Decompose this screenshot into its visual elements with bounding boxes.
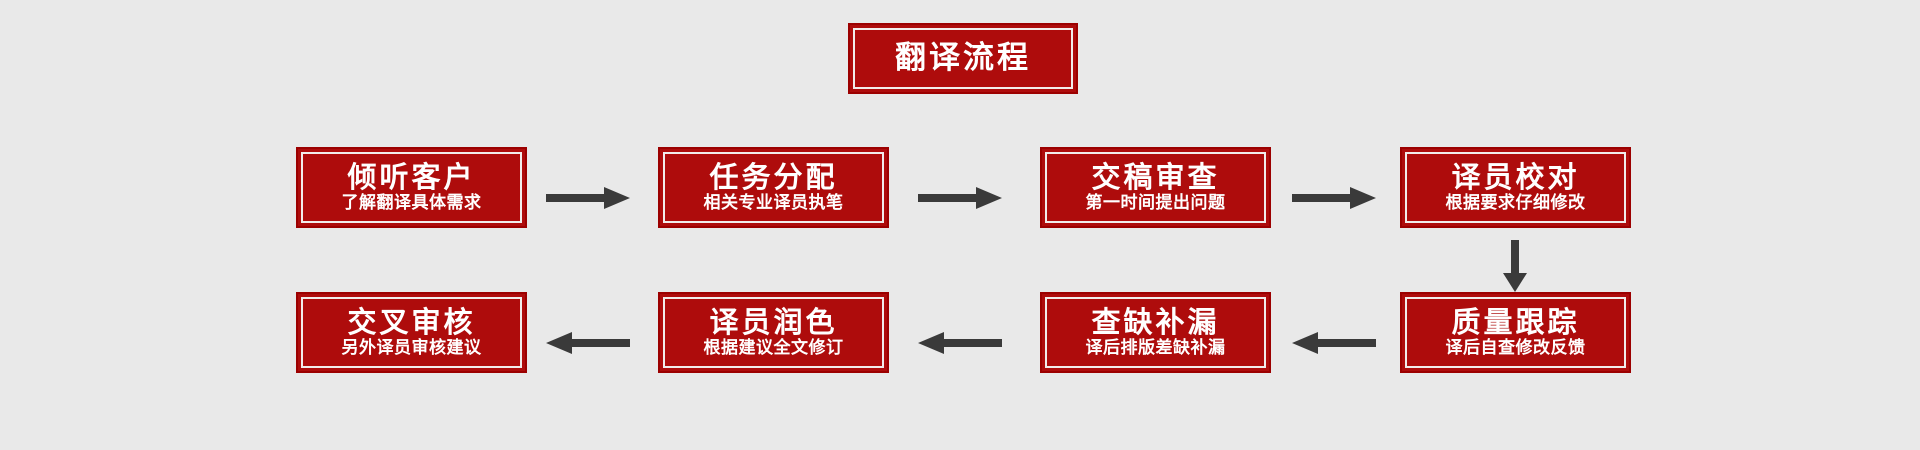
process-node-step-3-subtitle: 第一时间提出问题: [1085, 193, 1226, 214]
process-node-step-8: 交叉审核 另外译员审核建议: [296, 292, 527, 373]
process-node-step-3-title: 交稿审查: [1091, 160, 1220, 194]
process-node-step-2: 任务分配 相关专业译员执笔: [658, 147, 889, 228]
process-node-step-1-inner: 倾听客户 了解翻译具体需求: [301, 152, 522, 223]
process-node-step-5-subtitle: 译后自查修改反馈: [1445, 338, 1586, 359]
process-node-step-8-subtitle: 另外译员审核建议: [341, 338, 482, 359]
process-node-step-6: 查缺补漏 译后排版差缺补漏: [1040, 292, 1271, 373]
flowchart-title-box: 翻译流程: [848, 23, 1078, 94]
process-node-step-7-inner: 译员润色 根据建议全文修订: [663, 297, 884, 368]
process-node-step-3: 交稿审查 第一时间提出问题: [1040, 147, 1271, 228]
arrow-left-icon-2: [918, 328, 1002, 358]
flowchart-title-inner: 翻译流程: [853, 28, 1073, 89]
process-node-step-1: 倾听客户 了解翻译具体需求: [296, 147, 527, 228]
flowchart-title-label: 翻译流程: [895, 39, 1031, 76]
process-node-step-4-title: 译员校对: [1451, 160, 1580, 194]
arrow-right-icon-3: [1292, 183, 1376, 213]
process-node-step-6-inner: 查缺补漏 译后排版差缺补漏: [1045, 297, 1266, 368]
process-node-step-6-title: 查缺补漏: [1091, 305, 1220, 339]
process-node-step-1-title: 倾听客户: [347, 160, 476, 194]
process-node-step-2-subtitle: 相关专业译员执笔: [703, 193, 844, 214]
process-node-step-5: 质量跟踪 译后自查修改反馈: [1400, 292, 1631, 373]
process-node-step-8-inner: 交叉审核 另外译员审核建议: [301, 297, 522, 368]
arrow-left-icon-3: [1292, 328, 1376, 358]
process-node-step-4: 译员校对 根据要求仔细修改: [1400, 147, 1631, 228]
arrow-right-icon-2: [918, 183, 1002, 213]
process-node-step-5-title: 质量跟踪: [1451, 305, 1580, 339]
process-node-step-2-inner: 任务分配 相关专业译员执笔: [663, 152, 884, 223]
arrow-right-icon-1: [546, 183, 630, 213]
process-node-step-8-title: 交叉审核: [347, 305, 476, 339]
process-node-step-4-inner: 译员校对 根据要求仔细修改: [1405, 152, 1626, 223]
process-node-step-5-inner: 质量跟踪 译后自查修改反馈: [1405, 297, 1626, 368]
process-node-step-2-title: 任务分配: [709, 160, 838, 194]
arrow-down-icon-1: [1500, 240, 1530, 292]
process-node-step-3-inner: 交稿审查 第一时间提出问题: [1045, 152, 1266, 223]
process-node-step-4-subtitle: 根据要求仔细修改: [1445, 193, 1586, 214]
arrow-left-icon-1: [546, 328, 630, 358]
process-node-step-1-subtitle: 了解翻译具体需求: [341, 193, 482, 214]
process-node-step-7-title: 译员润色: [709, 305, 838, 339]
process-node-step-7: 译员润色 根据建议全文修订: [658, 292, 889, 373]
process-node-step-6-subtitle: 译后排版差缺补漏: [1085, 338, 1226, 359]
process-node-step-7-subtitle: 根据建议全文修订: [703, 338, 844, 359]
